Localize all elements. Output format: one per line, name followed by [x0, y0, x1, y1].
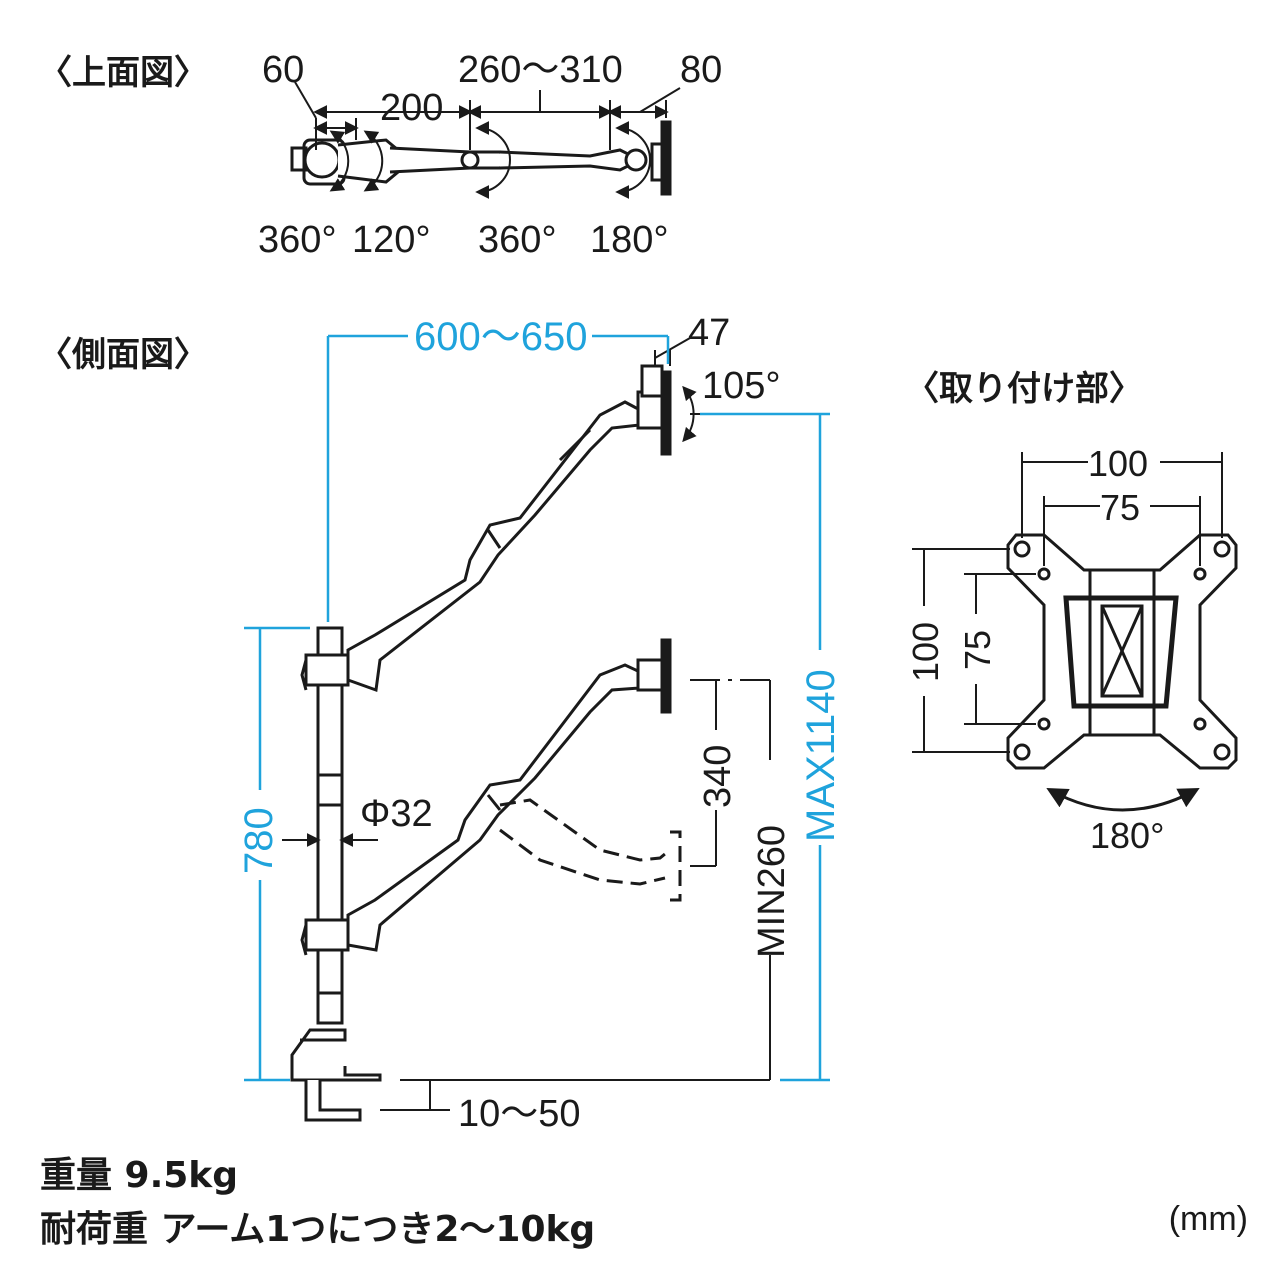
- side-view-header: 〈側面図〉: [38, 335, 208, 375]
- dim-max1140: MAX1140: [799, 669, 843, 842]
- mount-h75: 75: [1100, 487, 1140, 528]
- dim-min260: MIN260: [751, 825, 793, 958]
- dim-80: 80: [680, 49, 722, 91]
- side-view-blue-dimensions: [244, 334, 830, 1082]
- vesa-plate-drawing: [912, 452, 1238, 812]
- mount-rotation-180: 180°: [1090, 815, 1164, 856]
- dim-260-310: 260～310: [458, 49, 623, 91]
- top-view-header: 〈上面図〉: [38, 53, 208, 93]
- mount-v75: 75: [957, 630, 998, 670]
- dim-600-650: 600～650: [414, 315, 587, 359]
- dim-47: 47: [688, 312, 730, 354]
- dim-60: 60: [262, 49, 304, 91]
- dim-phi32: Φ32: [360, 793, 433, 835]
- unit-label: (mm): [1168, 1200, 1248, 1238]
- mount-h100: 100: [1088, 443, 1148, 484]
- spec-load-capacity: 耐荷重 アーム1つにつき2～10kg: [40, 1209, 596, 1250]
- side-view-drawing: [282, 337, 820, 1122]
- spec-weight: 重量 9.5kg: [40, 1155, 239, 1196]
- rot-180: 180°: [590, 219, 669, 261]
- dim-10-50: 10～50: [458, 1093, 581, 1135]
- tilt-105: 105°: [702, 365, 781, 407]
- mount-header: 〈取り付け部〉: [905, 369, 1143, 409]
- rot-120: 120°: [352, 219, 431, 261]
- dim-340: 340: [697, 745, 739, 808]
- mount-v100: 100: [905, 622, 946, 682]
- dim-200: 200: [380, 87, 443, 129]
- rot-360-arm: 360°: [478, 219, 557, 261]
- dim-780: 780: [237, 807, 281, 874]
- rot-360-base: 360°: [258, 219, 337, 261]
- top-view-drawing: [290, 81, 681, 199]
